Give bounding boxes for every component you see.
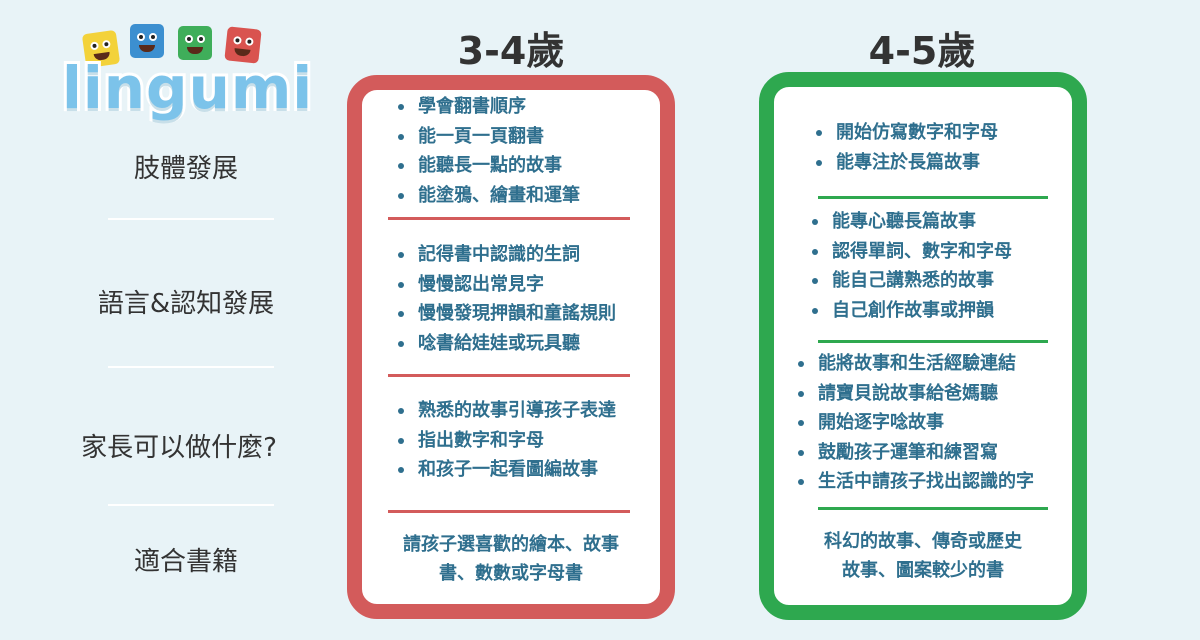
parents-section: 能將故事和生活經驗連結 請寶貝說故事給爸媽聽 開始逐字唸故事 鼓勵孩子運筆和練習… [788, 349, 1086, 497]
books-recommendation: 科幻的故事、傳奇或歷史 故事、圖案較少的書 [774, 527, 1072, 585]
parents-section: 熟悉的故事引導孩子表達 指出數字和字母 和孩子一起看圖編故事 [388, 396, 686, 485]
blue-monster-icon [130, 24, 164, 58]
books-line: 故事、圖案較少的書 [842, 560, 1004, 581]
list-item: 開始仿寫數字和字母 [806, 118, 1104, 148]
row-label-books: 適合書籍 [133, 547, 238, 577]
list-item: 鼓勵孩子運筆和練習寫 [788, 438, 1086, 468]
list-item: 請寶貝說故事給爸媽聽 [788, 379, 1086, 409]
list-item: 能一頁一頁翻書 [388, 122, 686, 152]
age-4-5-card: 開始仿寫數字和字母 能專注於長篇故事 能專心聽長篇故事 認得單詞、數字和字母 能… [759, 72, 1087, 620]
list-item: 自己創作故事或押韻 [802, 296, 1100, 326]
lingumi-logo: lingumi [59, 14, 315, 125]
list-item: 能專心聽長篇故事 [802, 207, 1100, 237]
row-divider [108, 366, 274, 368]
list-item: 記得書中認識的生詞 [388, 240, 686, 270]
list-item: 開始逐字唸故事 [788, 408, 1086, 438]
section-divider [388, 510, 630, 513]
list-item: 指出數字和字母 [388, 426, 686, 456]
list-item: 能將故事和生活經驗連結 [788, 349, 1086, 379]
section-divider [388, 374, 630, 377]
column-title-3-4: 3-4歲 [457, 29, 565, 73]
list-item: 生活中請孩子找出認識的字 [788, 467, 1086, 497]
section-divider [818, 196, 1048, 199]
list-item: 慢慢發現押韻和童謠規則 [388, 299, 686, 329]
section-divider [818, 507, 1048, 510]
list-item: 學會翻書順序 [388, 92, 686, 122]
list-item: 能自己講熟悉的故事 [802, 266, 1100, 296]
books-line: 請孩子選喜歡的繪本、故事 [403, 534, 619, 555]
list-item: 和孩子一起看圖編故事 [388, 455, 686, 485]
language-section: 記得書中認識的生詞 慢慢認出常見字 慢慢發現押韻和童謠規則 唸書給娃娃或玩具聽 [388, 240, 686, 358]
row-label-language: 語言&認知發展 [97, 289, 275, 319]
physical-section: 學會翻書順序 能一頁一頁翻書 能聽長一點的故事 能塗鴉、繪畫和運筆 [388, 92, 686, 210]
books-recommendation: 請孩子選喜歡的繪本、故事 書、數數或字母書 [362, 530, 660, 588]
list-item: 能塗鴉、繪畫和運筆 [388, 181, 686, 211]
books-line: 書、數數或字母書 [439, 563, 583, 584]
books-line: 科幻的故事、傳奇或歷史 [824, 531, 1022, 552]
language-section: 能專心聽長篇故事 認得單詞、數字和字母 能自己講熟悉的故事 自己創作故事或押韻 [802, 207, 1100, 325]
list-item: 能專注於長篇故事 [806, 148, 1104, 178]
logo-wordmark: lingumi [59, 51, 315, 125]
list-item: 熟悉的故事引導孩子表達 [388, 396, 686, 426]
row-label-parents: 家長可以做什麼? [81, 433, 277, 463]
age-3-4-card: 學會翻書順序 能一頁一頁翻書 能聽長一點的故事 能塗鴉、繪畫和運筆 記得書中認識… [347, 75, 675, 619]
list-item: 唸書給娃娃或玩具聽 [388, 329, 686, 359]
row-divider [108, 504, 274, 506]
list-item: 慢慢認出常見字 [388, 270, 686, 300]
row-label-physical: 肢體發展 [133, 154, 238, 184]
green-monster-icon [178, 26, 212, 60]
list-item: 認得單詞、數字和字母 [802, 237, 1100, 267]
physical-section: 開始仿寫數字和字母 能專注於長篇故事 [806, 118, 1104, 177]
section-divider [818, 340, 1048, 343]
row-divider [108, 218, 274, 220]
list-item: 能聽長一點的故事 [388, 151, 686, 181]
column-title-4-5: 4-5歲 [868, 29, 976, 73]
section-divider [388, 217, 630, 220]
